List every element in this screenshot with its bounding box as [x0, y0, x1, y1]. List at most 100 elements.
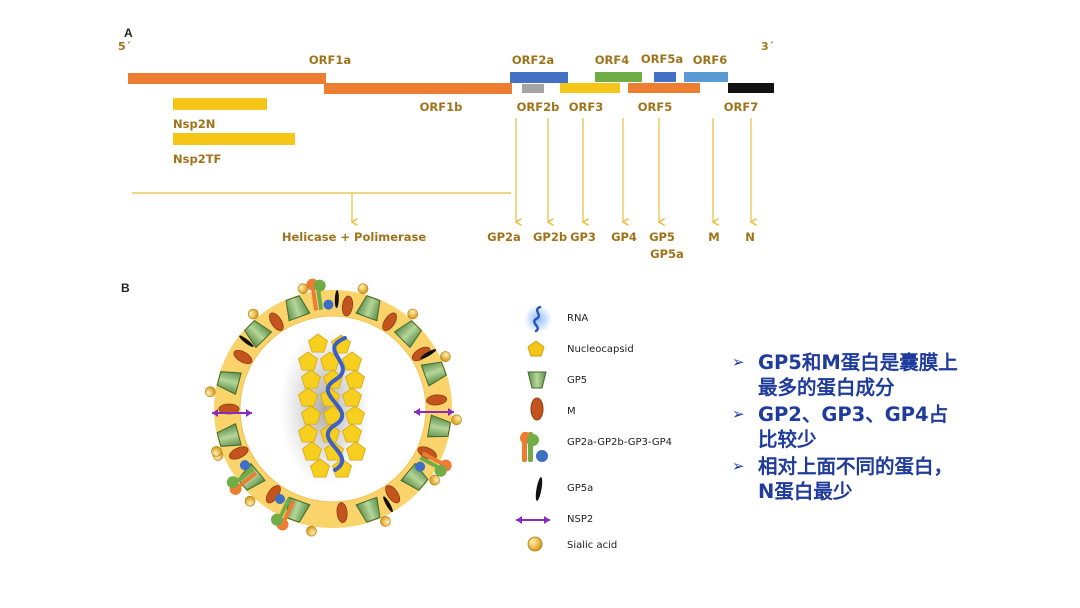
- nucleocapsid-protein: [310, 458, 330, 478]
- nucleocapsid-protein: [342, 351, 362, 371]
- arrow-bullet-icon: ➢: [732, 405, 745, 423]
- gp5-spike: [355, 295, 381, 322]
- envelope-inner-edge: [239, 315, 427, 503]
- gp5-spike: [393, 319, 423, 349]
- gp5a-sliver: [420, 349, 437, 359]
- m-protein: [341, 295, 354, 317]
- m-label: M: [708, 230, 720, 244]
- gp-complex: [226, 460, 258, 495]
- orf1a-label: ORF1a: [308, 53, 352, 67]
- gp5-label: GP5: [649, 230, 675, 244]
- gp2a-label: GP2a: [487, 230, 521, 244]
- sialic-acid: [380, 516, 391, 527]
- gp5a-sliver: [334, 290, 339, 309]
- orf4-bar: [595, 72, 642, 82]
- legend-rna: RNA: [567, 313, 589, 324]
- sialic-acid: [357, 283, 369, 294]
- m-protein: [229, 446, 249, 460]
- sialic-acid: [211, 446, 222, 457]
- orf5a-bar: [654, 72, 676, 82]
- orf7-label: ORF7: [723, 100, 759, 114]
- gp5a-icon: [535, 477, 543, 501]
- gp4-label: GP4: [611, 230, 637, 244]
- gp2b-label: GP2b: [532, 230, 568, 244]
- arrow-bullet-icon: ➢: [732, 353, 745, 371]
- nucleocapsid-protein: [298, 423, 318, 443]
- gp5-spike: [243, 319, 273, 349]
- legend-m: M: [567, 406, 576, 417]
- nucleocapsid-protein: [308, 333, 328, 353]
- nucleocapsid-protein: [332, 458, 352, 478]
- orf1b-bar: [324, 83, 512, 94]
- m-protein: [385, 485, 401, 504]
- nucleocapsid-protein: [346, 441, 366, 461]
- orf5-label: ORF5: [637, 100, 673, 114]
- orf3-label: ORF3: [568, 100, 604, 114]
- gp5-spike: [400, 462, 429, 491]
- sialic-acid: [306, 525, 317, 537]
- nsp2tf-bar: [173, 133, 295, 145]
- sialic-acid: [247, 308, 259, 320]
- sialic-acid-icon: [527, 536, 543, 552]
- nucleocapsid-protein: [345, 369, 365, 389]
- orf2b-bar: [522, 84, 544, 93]
- orf4-label: ORF4: [594, 53, 630, 67]
- sialic-acid: [407, 308, 419, 320]
- legend-nsp2: NSP2: [567, 514, 594, 525]
- nucleocapsid-protein: [301, 405, 321, 425]
- m-protein: [426, 394, 447, 406]
- gp-complex: [415, 451, 452, 477]
- gp5a-sliver: [239, 335, 254, 348]
- envelope-proteins: [204, 278, 462, 537]
- nsp2n-label: Nsp2N: [173, 117, 216, 131]
- sialic-acid: [204, 386, 216, 398]
- arrow-bullet-icon: ➢: [732, 457, 745, 475]
- legend-nucleocapsid: Nucleocapsid: [567, 344, 634, 355]
- orf2a-label: ORF2a: [511, 53, 555, 67]
- m-protein: [233, 349, 253, 365]
- notes-list: ➢ GP5和M蛋白是囊膜上最多的蛋白成分 ➢ GP2、GP3、GP4占比较少 ➢ 相对…: [730, 350, 960, 506]
- note-text: GP5和M蛋白是囊膜上最多的蛋白成分: [758, 351, 958, 399]
- gp5-spike: [420, 361, 447, 387]
- nsp2tf-label: Nsp2TF: [173, 152, 222, 166]
- n-label: N: [745, 230, 755, 244]
- note-text: 相对上面不同的蛋白，N蛋白最少: [758, 455, 954, 503]
- note-text: GP2、GP3、GP4占比较少: [758, 403, 949, 451]
- legend-gp-complex: GP2a-GP2b-GP3-GP4: [567, 437, 672, 448]
- panel-label-a: A: [124, 26, 133, 40]
- m-protein: [336, 502, 348, 523]
- sialic-acid: [297, 283, 309, 294]
- helicase-label: Helicase + Polimerase: [281, 230, 427, 244]
- orf2b-label: ORF2b: [516, 100, 560, 114]
- orf1b-label: ORF1b: [419, 100, 463, 114]
- gp5-spike: [427, 414, 451, 438]
- gp3-label: GP3: [570, 230, 596, 244]
- gp5a-label: GP5a: [650, 247, 684, 261]
- nucleocapsid-protein: [301, 369, 321, 389]
- nucleocapsid-protein: [302, 441, 322, 461]
- legend-gp5a: GP5a: [567, 483, 594, 494]
- nucleocapsid-protein: [298, 387, 318, 407]
- orf6-bar: [684, 72, 728, 82]
- m-protein: [269, 312, 284, 331]
- m-protein-icon: [530, 397, 544, 421]
- orf2a-bar: [510, 72, 568, 83]
- gp5-spike: [216, 371, 242, 395]
- gp5-spike: [285, 295, 311, 322]
- legend-sialic-acid: Sialic acid: [567, 540, 618, 551]
- virion: [204, 278, 462, 537]
- sialic-acid: [429, 474, 440, 486]
- orf3-bar: [560, 83, 620, 93]
- note-item: ➢ GP5和M蛋白是囊膜上最多的蛋白成分: [730, 350, 960, 400]
- sialic-acid: [244, 495, 256, 507]
- nucleocapsid-protein: [342, 387, 362, 407]
- legend-icons: [516, 305, 552, 552]
- gp5a-sliver: [383, 496, 393, 513]
- nsp2n-bar: [173, 98, 267, 110]
- note-item: ➢ GP2、GP3、GP4占比较少: [730, 402, 960, 452]
- nsp2-icon: [516, 516, 550, 524]
- gp-complex: [270, 494, 296, 531]
- legend-gp5: GP5: [567, 375, 588, 386]
- nucleocapsid-protein: [342, 423, 362, 443]
